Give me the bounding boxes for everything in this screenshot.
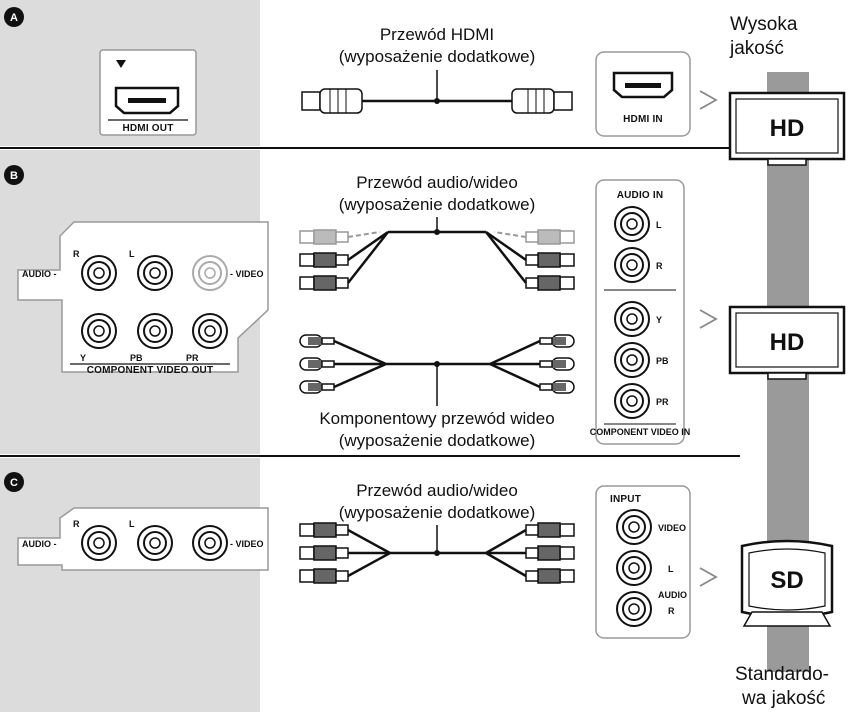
c-audio-label: AUDIO - xyxy=(22,539,57,549)
tv-hdmi-in-panel: HDMI IN xyxy=(595,51,691,137)
svg-text:B: B xyxy=(10,170,18,182)
tv-c-r-label: R xyxy=(668,606,675,616)
av-cable-b xyxy=(299,229,575,291)
tv-c-l-label: L xyxy=(668,564,674,574)
tv-b: HD xyxy=(728,305,846,380)
badge-a: A xyxy=(4,7,24,27)
cable-b2-label-2: (wyposażenie dodatkowe) xyxy=(339,431,536,450)
b-video-label: - VIDEO xyxy=(230,269,264,279)
tv-c-jack-r xyxy=(616,591,652,627)
c-jack-video xyxy=(192,525,228,561)
b-jack-video xyxy=(192,255,228,291)
arrow-a xyxy=(699,90,717,110)
svg-text:A: A xyxy=(10,12,18,24)
tv-b-pr-label: PR xyxy=(656,397,669,407)
quality-bottom-line1: Standardo- xyxy=(735,664,829,685)
quality-top-line1: Wysoka xyxy=(730,14,798,35)
tv-b-label: HD xyxy=(770,329,805,356)
tv-c-label: SD xyxy=(770,567,803,594)
c-video-label: - VIDEO xyxy=(230,539,264,549)
tv-component-in-panel: AUDIO IN L R Y PB PR COMPONENT VIDEO IN xyxy=(590,179,691,445)
svg-text:C: C xyxy=(10,477,18,489)
tv-b-l-label: L xyxy=(656,220,662,230)
component-video-in-label: COMPONENT VIDEO IN xyxy=(590,427,691,437)
audio-in-label: AUDIO IN xyxy=(617,190,664,201)
b-jack-pr xyxy=(192,313,228,349)
input-label: INPUT xyxy=(610,494,641,505)
cable-a-label-1: Przewód HDMI xyxy=(380,25,494,44)
b-r-label: R xyxy=(73,249,80,259)
cable-a-label-2: (wyposażenie dodatkowe) xyxy=(339,47,536,66)
tv-c-video-label: VIDEO xyxy=(658,523,686,533)
tv-b-jack-y xyxy=(614,301,650,337)
hdmi-in-label: HDMI IN xyxy=(623,114,663,125)
arrow-b xyxy=(699,309,717,329)
tv-b-jack-r xyxy=(614,247,650,283)
c-jack-audio-l xyxy=(137,525,173,561)
badge-b: B xyxy=(4,165,24,185)
b-jack-audio-r xyxy=(81,255,117,291)
b-jack-pb xyxy=(137,313,173,349)
tv-b-jack-pr xyxy=(614,383,650,419)
tv-b-y-label: Y xyxy=(656,315,662,325)
section-c-background xyxy=(0,458,260,712)
cable-c-label-2: (wyposażenie dodatkowe) xyxy=(339,503,536,522)
tv-input-panel: INPUT VIDEO L AUDIO R xyxy=(595,485,691,639)
quality-bottom-line2: wa jakość xyxy=(741,688,825,709)
tv-a-label: HD xyxy=(770,115,805,142)
cable-c-label-1: Przewód audio/wideo xyxy=(356,481,518,500)
arrow-c xyxy=(699,567,717,587)
tv-b-jack-pb xyxy=(614,342,650,378)
cable-b1-label-1: Przewód audio/wideo xyxy=(356,173,518,192)
quality-top-line2: jakość xyxy=(729,38,784,59)
b-jack-audio-l xyxy=(137,255,173,291)
c-jack-audio-r xyxy=(81,525,117,561)
cable-b2-label-1: Komponentowy przewód wideo xyxy=(319,409,554,428)
av-cable-c xyxy=(299,522,575,584)
tv-c-jack-l xyxy=(616,550,652,586)
cable-b1-label-2: (wyposażenie dodatkowe) xyxy=(339,195,536,214)
b-component-out-label: COMPONENT VIDEO OUT xyxy=(87,365,214,376)
hdmi-out-panel: HDMI OUT xyxy=(99,49,197,136)
b-y-label: Y xyxy=(80,353,86,363)
b-jack-y xyxy=(81,313,117,349)
tv-c: SD xyxy=(740,539,834,627)
hdmi-cable xyxy=(301,88,573,114)
tv-c-audio-label: AUDIO xyxy=(658,590,687,600)
hdmi-out-label: HDMI OUT xyxy=(122,123,173,134)
tv-b-r-label: R xyxy=(656,261,663,271)
tv-b-pb-label: PB xyxy=(656,356,669,366)
badge-c: C xyxy=(4,472,24,492)
c-r-label: R xyxy=(73,519,80,529)
tv-b-jack-l xyxy=(614,206,650,242)
b-l-label: L xyxy=(129,249,135,259)
b-audio-label: AUDIO - xyxy=(22,269,57,279)
b-pr-label: PR xyxy=(186,353,199,363)
tv-c-jack-video xyxy=(616,509,652,545)
tv-a: HD xyxy=(728,91,846,166)
component-out-panel: AUDIO - R L - VIDEO Y PB PR COMPONENT VI… xyxy=(17,221,269,376)
b-pb-label: PB xyxy=(130,353,143,363)
av-out-panel: AUDIO - R L - VIDEO xyxy=(17,507,269,571)
c-l-label: L xyxy=(129,519,135,529)
